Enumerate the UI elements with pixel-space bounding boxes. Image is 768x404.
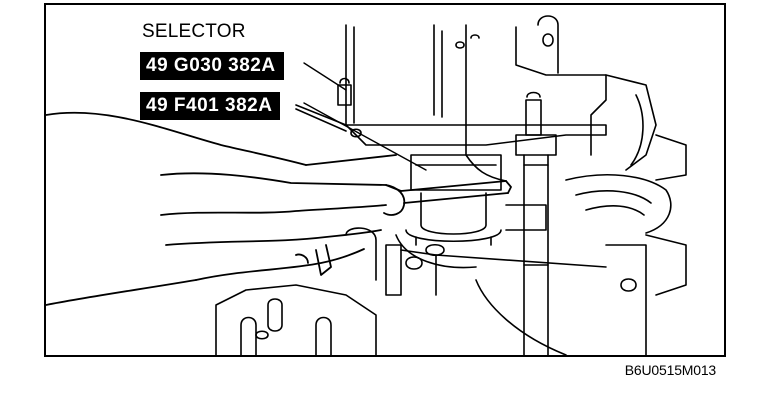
- tool-number-label-2: 49 F401 382A: [140, 92, 281, 120]
- shaft-assembly: [515, 91, 557, 355]
- tool-number-label-1: 49 G030 382A: [140, 52, 284, 80]
- tool-mount-plate: [295, 77, 607, 146]
- transmission-selector-illustration: [46, 15, 687, 355]
- hand: [46, 111, 406, 306]
- selector-cylinder: [405, 154, 547, 257]
- leader-lines: [303, 62, 427, 171]
- illustration-frame: SELECTOR 49 G030 382A 49 F401 382A: [44, 3, 726, 357]
- part-label-selector: SELECTOR: [142, 21, 246, 42]
- figure-code: B6U0515M013: [624, 362, 716, 378]
- special-tool-rod: [400, 180, 512, 204]
- housing-casting: [345, 15, 687, 355]
